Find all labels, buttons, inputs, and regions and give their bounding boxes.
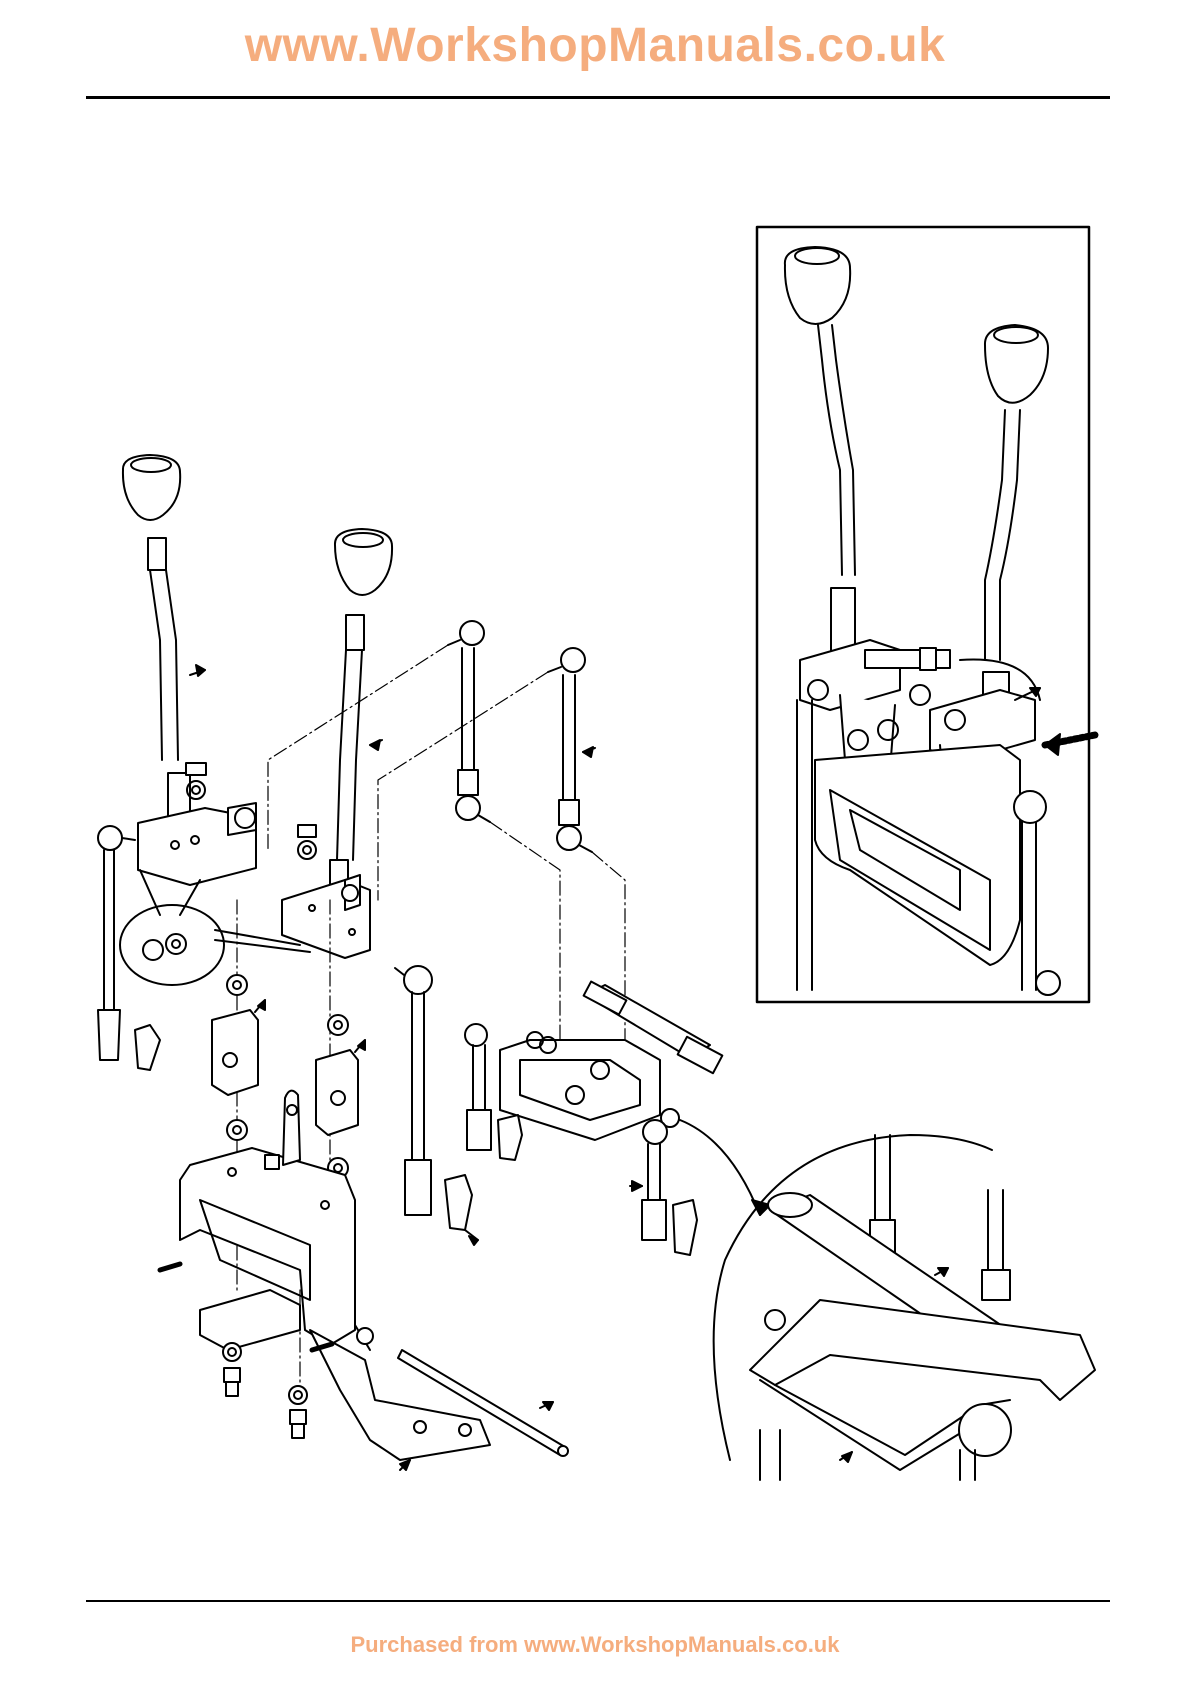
cross-shaft-detail-view: [680, 1120, 1095, 1480]
middle-vertical-rod: [395, 966, 478, 1245]
cross-shaft-assembly: [465, 982, 722, 1255]
inset-assembled-detail: [757, 227, 1095, 1002]
assembly-center-lines: [237, 645, 625, 1400]
right-gear-lever: [335, 529, 392, 860]
left-lever-bracket: [138, 763, 256, 885]
footer-rule: [86, 1600, 1110, 1602]
purchase-footer: Purchased from www.WorkshopManuals.co.uk: [0, 1632, 1190, 1658]
left-gear-lever: [123, 455, 205, 760]
upper-adjustable-rods: [448, 621, 595, 852]
right-lever-bracket: [282, 825, 370, 958]
